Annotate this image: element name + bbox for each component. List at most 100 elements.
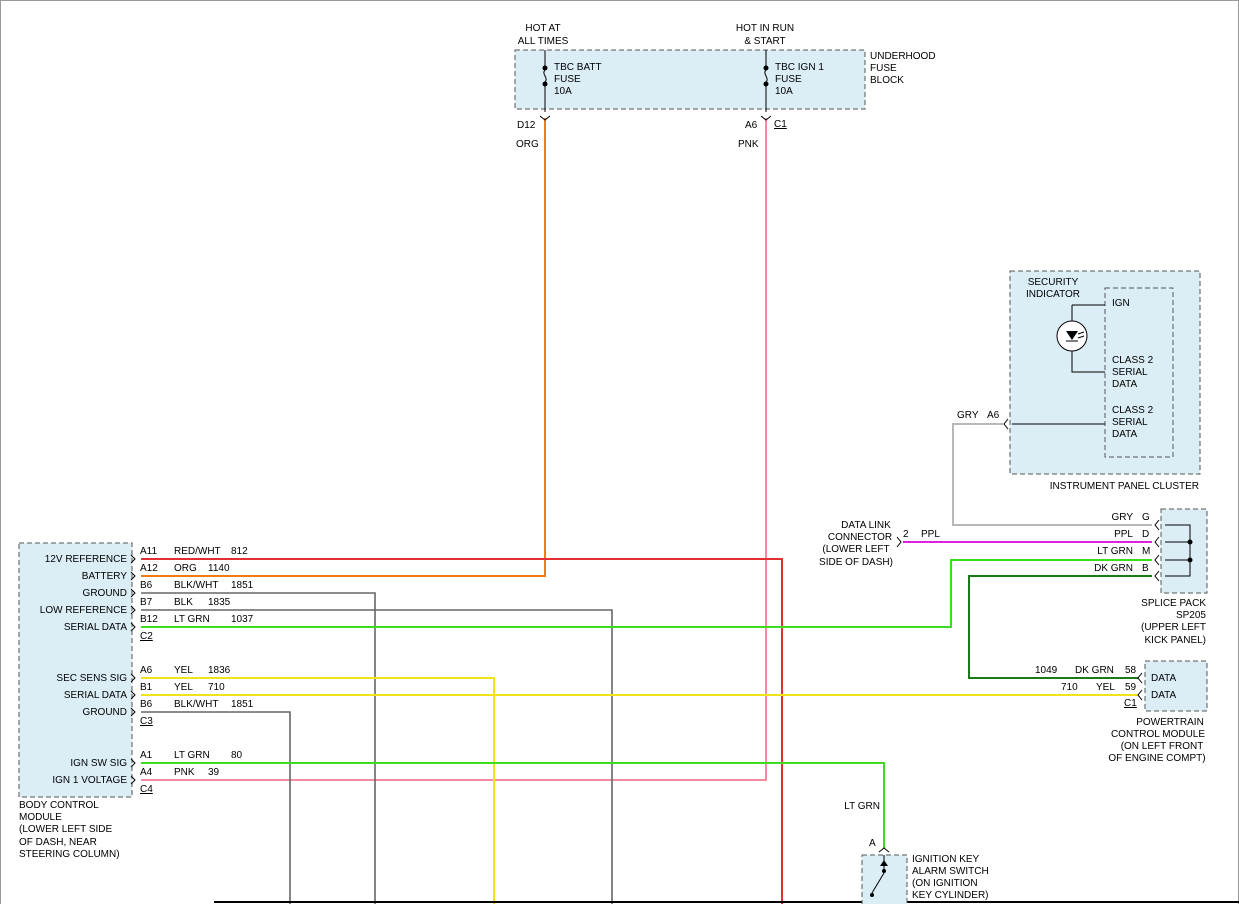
instrument-panel-cluster: SECURITY INDICATOR IGN CLASS 2 SERIAL DA… — [957, 270, 1201, 492]
led-leads — [1071, 304, 1105, 373]
switch-arrow-icon — [880, 860, 888, 866]
pcm-row1-circuit: 1049 — [1035, 665, 1058, 676]
bcm-row-circuit: 39 — [208, 767, 220, 778]
splice-pin-g-icon — [1154, 519, 1160, 531]
bcm-pin-connector-icon — [130, 758, 136, 768]
bcm-row-color: YEL — [174, 665, 193, 676]
bcm-row-label: SERIAL DATA — [64, 690, 127, 701]
bcm-row-circuit: 1835 — [208, 597, 231, 608]
bcm-row-label: GROUND — [83, 707, 127, 718]
splice-wire-3-pin: M — [1142, 546, 1150, 557]
pcm-box — [1144, 660, 1208, 712]
class2a-l1: CLASS 2 — [1112, 355, 1154, 366]
splice-wire-2-pin: D — [1142, 529, 1149, 540]
pcm-pin-59-icon — [1137, 689, 1143, 701]
pcm-label-l3: (ON LEFT FRONT — [1121, 741, 1204, 752]
bcm-label-l5: STEERING COLUMN) — [19, 849, 120, 860]
bcm-connector-c2: C2 — [140, 631, 153, 642]
bcm-row-color: BLK — [174, 597, 193, 608]
bcm-label-l1: BODY CONTROL — [19, 800, 99, 811]
bcm-row-color: LT GRN — [174, 750, 210, 761]
splice-node-m — [1187, 557, 1193, 563]
cluster-ign-label: IGN — [1112, 298, 1130, 309]
switch-contact-bottom — [870, 893, 874, 897]
switch-contact-top — [882, 869, 886, 873]
bcm-row-label: GROUND — [83, 588, 127, 599]
bcm-row-color: RED/WHT — [174, 546, 221, 557]
powertrain-control-module: DATA DATA 1049 DK GRN 58 710 YEL 59 C1 P… — [1035, 660, 1208, 764]
wire-blk-wht-1851 — [141, 592, 376, 904]
class2b-l3: DATA — [1112, 429, 1138, 440]
splice-wire-1-color: GRY — [1112, 512, 1134, 523]
fuse2-label-l2: FUSE — [775, 74, 802, 85]
dlc-pin: 2 — [903, 529, 909, 540]
bcm-connector-c3: C3 — [140, 716, 153, 727]
pcm-row2-color: YEL — [1096, 682, 1115, 693]
bcm-row-label: 12V REFERENCE — [45, 554, 128, 565]
class2a-l2: SERIAL — [1112, 367, 1148, 378]
fuse-block-label-l2: FUSE — [870, 63, 897, 74]
fuse1-label-l2: FUSE — [554, 74, 581, 85]
switch-label-l4: KEY CYLINDER) — [912, 890, 989, 901]
pcm-connector: C1 — [1124, 698, 1137, 709]
hot-at-all-times-l1: HOT AT — [525, 23, 560, 34]
fuse1-pin: D12 — [517, 120, 536, 131]
wire-label-org: ORG — [516, 139, 539, 150]
dlc-connector-icon — [896, 536, 902, 548]
splice-label-l4: KICK PANEL) — [1145, 635, 1207, 646]
splice-pin-d-icon — [1154, 536, 1160, 548]
cluster-pin: A6 — [987, 410, 1000, 421]
dlc-wire: PPL — [921, 529, 940, 540]
wire-dk-grn-1049 — [968, 575, 1152, 679]
splice-wire-2-color: PPL — [1114, 529, 1133, 540]
bcm-row-pin: B6 — [140, 699, 153, 710]
splice-label-l3: (UPPER LEFT — [1141, 622, 1206, 633]
bcm-row-color: BLK/WHT — [174, 580, 218, 591]
fuse2-dot-top — [763, 65, 769, 71]
bcm-row-pin: B7 — [140, 597, 153, 608]
splice-label-l1: SPLICE PACK — [1141, 598, 1206, 609]
bcm-row-pin: A4 — [140, 767, 153, 778]
splice-pin-b-icon — [1154, 570, 1160, 582]
cluster-label: INSTRUMENT PANEL CLUSTER — [1050, 481, 1199, 492]
wire-blk-wht-1851-b — [141, 711, 291, 904]
bcm-row-pin: A1 — [140, 750, 153, 761]
bcm-row-label: IGN 1 VOLTAGE — [52, 775, 127, 786]
bcm-connector-c4: C4 — [140, 784, 153, 795]
switch-blade-icon — [871, 872, 885, 894]
ignition-key-alarm-switch: LT GRN A IGNITION KEY ALARM SWITCH (ON I… — [844, 801, 989, 904]
hot-in-run-l1: HOT IN RUN — [736, 23, 794, 34]
bcm-pin-connector-icon — [130, 554, 136, 564]
security-indicator-l1: SECURITY — [1028, 277, 1079, 288]
bcm-pin-connector-icon — [130, 588, 136, 598]
class2a-l3: DATA — [1112, 379, 1138, 390]
cluster-connector-icon — [1003, 418, 1009, 430]
bcm-row-label: SEC SENS SIG — [56, 673, 127, 684]
wire-blk-1835 — [141, 609, 613, 904]
wire-red-wht-812 — [141, 558, 783, 904]
cluster-wire-gry: GRY — [957, 410, 979, 421]
security-indicator-l2: INDICATOR — [1026, 289, 1080, 300]
pcm-row1-color: DK GRN — [1075, 665, 1114, 676]
bcm-row-circuit: 1836 — [208, 665, 231, 676]
switch-connector-icon — [878, 847, 890, 853]
fuse1-label-l3: 10A — [554, 86, 572, 97]
fuse2-connector: C1 — [774, 119, 787, 130]
bcm-row-label: BATTERY — [82, 571, 128, 582]
dlc-label-l1: DATA LINK — [841, 520, 891, 531]
bcm-row-circuit: 80 — [231, 750, 243, 761]
cluster-inner-box — [1104, 287, 1174, 458]
switch-label-l2: ALARM SWITCH — [912, 866, 989, 877]
wire-org-battery — [141, 118, 546, 577]
bcm-row-circuit: 710 — [208, 682, 225, 693]
bcm-row-color: BLK/WHT — [174, 699, 218, 710]
bcm-row-color: ORG — [174, 563, 197, 574]
bcm-row-circuit: 1140 — [208, 563, 230, 574]
fuse1-dot-bottom — [542, 81, 548, 87]
splice-wire-1-pin: G — [1142, 512, 1150, 523]
splice-pin-m-icon — [1154, 554, 1160, 566]
splice-label-l2: SP205 — [1176, 610, 1206, 621]
pcm-label-l2: CONTROL MODULE — [1111, 729, 1205, 740]
